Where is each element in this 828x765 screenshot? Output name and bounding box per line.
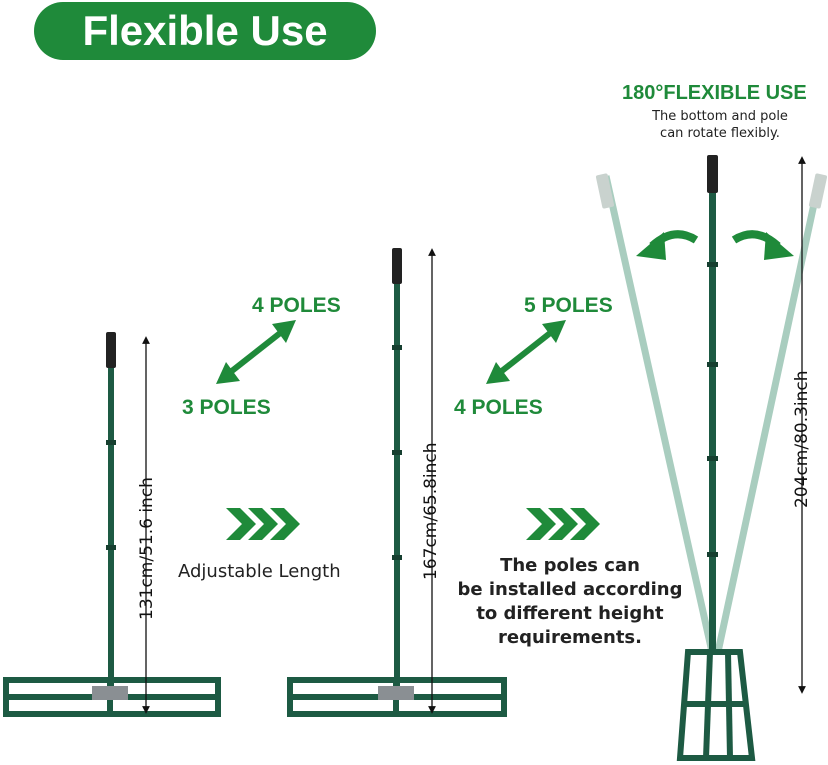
flexible-use-description: The bottom and pole can rotate flexibly. (640, 108, 800, 142)
poles-label-to-1: 4 POLES (252, 294, 341, 317)
chevrons-icon (526, 508, 600, 540)
install-caption-line: The poles can (500, 555, 640, 576)
poles-label-from-1: 3 POLES (182, 396, 271, 419)
install-caption-line: be installed according (457, 579, 683, 600)
rotate-right-icon (731, 230, 794, 260)
adjustable-length-caption: Adjustable Length (178, 561, 341, 582)
leveling-rake-3-poles (3, 332, 221, 717)
chevrons-icon (226, 508, 300, 540)
leveling-rake-4-poles (287, 248, 507, 717)
poles-label-to-2: 5 POLES (524, 294, 613, 317)
rotate-left-icon (636, 230, 699, 260)
double-arrow-1 (216, 320, 296, 384)
flexible-use-heading: 180°FLEXIBLE USE (622, 82, 807, 104)
install-caption-line: requirements. (498, 627, 642, 648)
install-caption: The poles can be installed according to … (448, 554, 692, 650)
handle-grip (707, 155, 718, 193)
install-caption-line: to different height (476, 603, 664, 624)
handle-grip (392, 248, 402, 284)
page-title: Flexible Use (34, 2, 376, 60)
height-label-2: 167cm/65.8inch (421, 442, 441, 580)
height-label-1: 131cm/51.6 inch (137, 477, 157, 620)
flexible-use-line: The bottom and pole (652, 109, 788, 124)
double-arrow-2 (486, 320, 566, 384)
flexible-use-line: can rotate flexibly. (660, 126, 780, 141)
poles-label-from-2: 4 POLES (454, 396, 543, 419)
handle-grip (106, 332, 116, 368)
height-label-3: 204cm/80.3inch (792, 370, 812, 508)
